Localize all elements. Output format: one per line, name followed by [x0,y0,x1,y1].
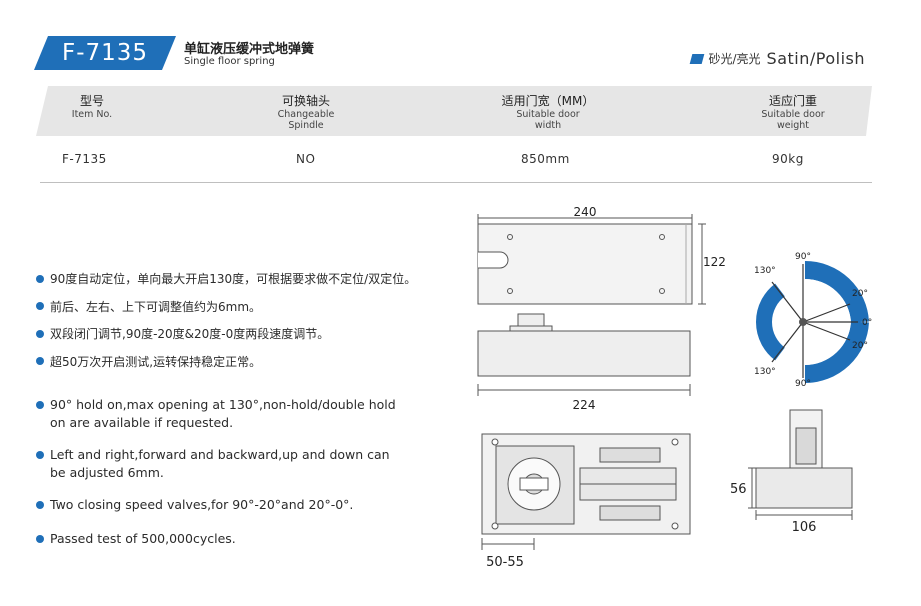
list-item: 双段闭门调节,90度-20度&20度-0度两段速度调节。 [36,320,416,348]
feature-text: 双段闭门调节,90度-20度&20度-0度两段速度调节。 [50,327,330,342]
angle-90-top: 90° [795,252,811,262]
list-item: Left and right,forward and backward,up a… [36,446,406,482]
angle-130-top: 130° [754,266,776,276]
finish-cn: 砂光/亮光 [708,52,761,66]
bullet-icon [36,274,44,283]
header-en: Changeable Spindle [277,109,335,131]
list-item: 90度自动定位，单向最大开启130度，可根据要求做不定位/双定位。 [36,265,416,293]
angle-130-bottom: 130° [754,367,776,377]
header-door-width: 适用门宽（MM） Suitable door width [486,92,610,131]
feature-text: 90度自动定位，单向最大开启130度，可根据要求做不定位/双定位。 [50,272,417,287]
angle-20-top: 20° [852,289,868,299]
dim-depth-122: 122 [703,255,726,269]
features-en-list: 90° hold on,max opening at 130°,non-hold… [36,396,416,548]
angle-0: 0° [862,318,872,328]
table-rule [40,182,872,183]
list-item: 前后、左右、上下可调整值约为6mm。 [36,293,416,321]
feature-text: Passed test of 500,000cycles. [50,531,236,546]
header-cn: 适用门宽（MM） [501,94,595,108]
feature-text: 90° hold on,max opening at 130°,non-hold… [50,397,396,430]
feature-text: Left and right,forward and backward,up a… [50,447,390,480]
header-en: Suitable door width [516,109,580,131]
side-view-drawing [477,313,691,396]
finish-en: Satin/Polish [766,49,865,68]
model-tag: F-7135 [34,36,176,70]
dim-width-106: 106 [792,520,817,535]
spec-table-header [36,86,872,136]
bullet-icon [36,401,44,409]
feature-text: 超50万次开启测试,运转保持稳定正常。 [50,354,262,369]
product-title-cn: 单缸液压缓冲式地弹簧 [184,42,315,57]
header-cn: 适应门重 [768,94,817,108]
list-item: 90° hold on,max opening at 130°,non-hold… [36,396,406,432]
feature-text: 前后、左右、上下可调整值约为6mm。 [50,299,262,314]
cell-door-weight: 90kg [772,152,804,166]
feature-text: Two closing speed valves,for 90°-20°and … [50,497,354,512]
header-cn: 型号 [79,94,104,108]
bullet-icon [36,451,44,459]
top-view-drawing [477,214,706,305]
bullet-icon [36,302,44,311]
cell-door-width: 850mm [521,152,570,166]
finish-label: 砂光/亮光 Satin/Polish [689,49,866,68]
cell-spindle: NO [296,152,316,166]
angle-90-bottom: 90° [795,379,811,389]
bullet-icon [36,357,44,366]
dim-offset-50-55: 50-55 [486,555,524,570]
angle-diagram [756,260,869,384]
list-item: 超50万次开启测试,运转保持稳定正常。 [36,348,416,376]
dim-length-224: 224 [573,398,596,412]
cell-item-no: F-7135 [62,152,107,166]
product-title-en: Single floor spring [184,56,275,67]
header-spindle: 可换轴头 Changeable Spindle [256,92,356,131]
bottom-view-drawing [481,433,691,550]
list-item: Two closing speed valves,for 90°-20°and … [36,496,416,514]
end-view-drawing [748,409,853,520]
dim-height-56: 56 [730,482,747,497]
header-door-weight: 适应门重 Suitable door weight [748,92,838,131]
features-cn-list: 90度自动定位，单向最大开启130度，可根据要求做不定位/双定位。 前后、左右、… [36,265,416,375]
bullet-icon [36,501,44,509]
list-item: Passed test of 500,000cycles. [36,530,416,548]
header-en: Item No. [71,109,113,120]
model-number: F-7135 [61,40,149,66]
header-cn: 可换轴头 [281,94,330,108]
bullet-icon [36,329,44,338]
header-item-no: 型号 Item No. [52,92,132,120]
dim-width-240: 240 [574,205,597,219]
bullet-icon [36,535,44,543]
angle-20-bottom: 20° [852,341,868,351]
header-en: Suitable door weight [761,109,825,131]
